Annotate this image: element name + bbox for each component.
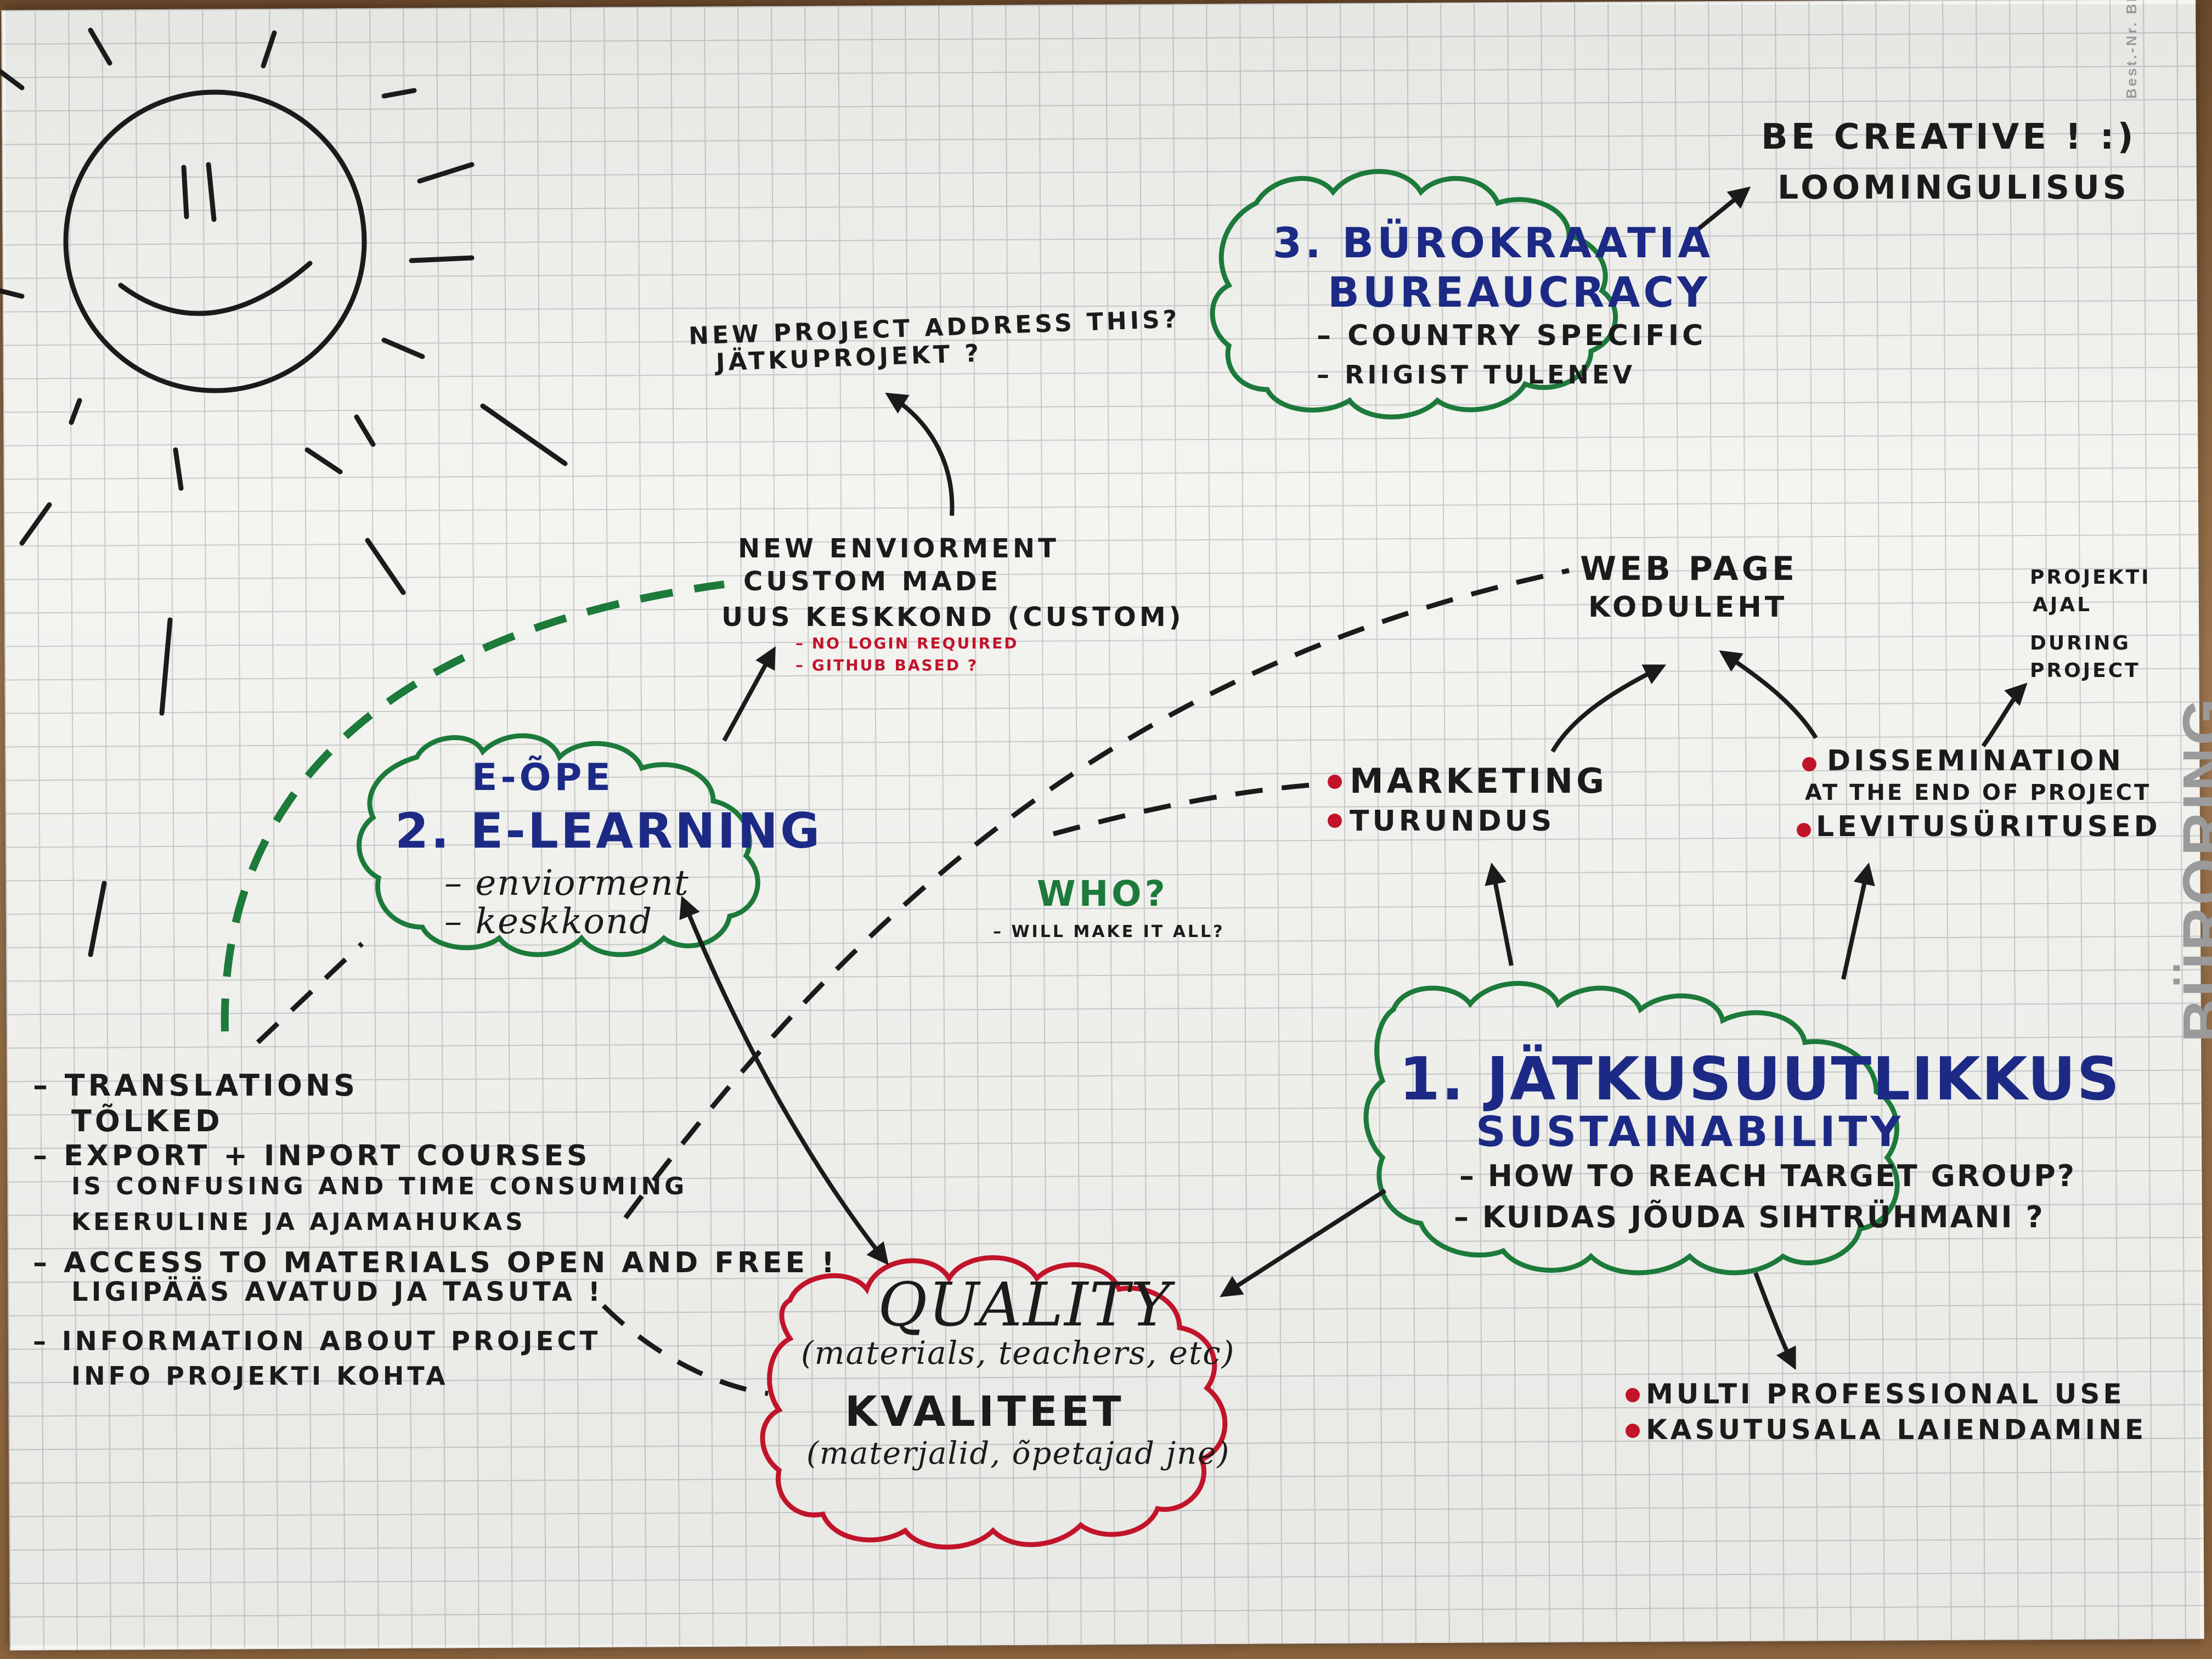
bureaucracy-title: 3. BÜROKRAATIA — [1273, 218, 1714, 267]
sustainability-point-target: – HOW TO REACH TARGET GROUP? — [1459, 1159, 2076, 1193]
bullet-dot-multi — [1626, 1388, 1640, 1402]
who-question-detail: – WILL MAKE IT ALL? — [993, 922, 1225, 941]
dissemination-label-estonian: LEVITUSÜRITUSED — [1816, 810, 2161, 843]
elearning-point-keskkond: – keskkond — [444, 901, 653, 942]
creative-note: BE CREATIVE ! :) — [1761, 117, 2137, 157]
arrow-bureaucracy-to-creative — [1688, 186, 1751, 238]
webpage-label-estonian: KODULEHT — [1588, 591, 1788, 624]
list-export-import-detail: IS CONFUSING AND TIME CONSUMING — [71, 1172, 688, 1200]
marketing-label-estonian: TURUNDUS — [1350, 805, 1555, 838]
arrow-sustainability-to-multiuse — [1753, 1272, 1796, 1370]
environment-note-custom: CUSTOM MADE — [743, 566, 1002, 597]
arrow-marketing-to-webpage — [1550, 664, 1667, 753]
arrow-elearning-to-environment — [722, 646, 776, 742]
bureaucracy-point-country: – COUNTRY SPECIFIC — [1317, 319, 1707, 352]
dashed-connector-to-marketing — [1052, 782, 1317, 837]
elearning-point-environment: – enviorment — [444, 863, 690, 904]
bullet-dot-dissemination — [1802, 757, 1816, 771]
list-information-estonian: INFO PROJEKTI KOHTA — [71, 1361, 449, 1391]
marketing-label: MARKETING — [1350, 761, 1607, 801]
arrow-environment-to-newproject — [885, 392, 955, 516]
environment-note-github: – GITHUB BASED ? — [795, 656, 979, 674]
during-project-estonian-2: AJAL — [2033, 594, 2092, 616]
who-question: WHO? — [1037, 874, 1169, 915]
during-project-label-2: PROJECT — [2030, 659, 2141, 682]
list-export-import-estonian: KEERULINE JA AJAMAHUKAS — [71, 1208, 526, 1236]
quality-detail: (materials, teachers, etc) — [801, 1334, 1235, 1372]
bullet-dot-levitus — [1797, 823, 1811, 837]
paper-brand-code: Best.-Nr. BR90680702 — [2123, 0, 2140, 99]
bullet-dot-marketing — [1328, 775, 1342, 789]
list-export-import: – EXPORT + INPORT COURSES — [33, 1139, 591, 1172]
quality-title: QUALITY — [878, 1269, 1172, 1340]
dissemination-timing: AT THE END OF PROJECT — [1805, 780, 2152, 805]
environment-note-no-login: – NO LOGIN REQUIRED — [795, 634, 1019, 652]
quality-detail-estonian: (materjalid, õpetajad jne) — [806, 1436, 1231, 1471]
during-project-label: DURING — [2030, 632, 2131, 654]
sustainability-cloud-outline — [1363, 981, 1900, 1276]
elearning-title-estonian: E-ÕPE — [472, 756, 614, 799]
list-access-estonian: LIGIPÄÄS AVATUD JA TASUTA ! — [71, 1277, 603, 1307]
during-project-estonian: PROJEKTI — [2030, 566, 2151, 589]
arrow-sustainability-to-marketing — [1485, 862, 1514, 966]
list-translations-estonian: TÕLKED — [71, 1104, 223, 1138]
bullet-dot-kasutusala — [1626, 1424, 1640, 1438]
paper-brand-logo: BÜRORING — [2171, 696, 2212, 1042]
dashed-connector-list-quality — [601, 1304, 769, 1396]
list-translations: – TRANSLATIONS — [33, 1068, 359, 1103]
dissemination-label: DISSEMINATION — [1827, 744, 2124, 777]
arrow-dissemination-to-webpage — [1719, 650, 1818, 740]
quality-cloud-outline — [760, 1255, 1228, 1550]
list-information: – INFORMATION ABOUT PROJECT — [33, 1326, 601, 1357]
arrow-dissemination-to-during — [1981, 682, 2028, 748]
sustainability-title: 1. JÄTKUSUUTLIKKUS — [1399, 1045, 2121, 1114]
bureaucracy-point-riigist: – RIIGIST TULENEV — [1317, 360, 1636, 390]
bullet-dot-turundus — [1328, 814, 1342, 828]
creative-note-estonian: LOOMINGULISUS — [1778, 168, 2130, 207]
dashed-connector-list-elearning — [256, 941, 364, 1045]
webpage-label: WEB PAGE — [1580, 550, 1798, 588]
sustainability-title-english: SUSTAINABILITY — [1476, 1107, 1904, 1156]
bureaucracy-title-english: BUREAUCRACY — [1328, 268, 1711, 317]
elearning-title: 2. E-LEARNING — [395, 803, 822, 859]
environment-note-estonian: UUS KESKKOND (CUSTOM) — [721, 602, 1184, 633]
quality-title-estonian: KVALITEET — [845, 1387, 1125, 1436]
arrow-sustainability-to-quality — [1220, 1188, 1387, 1297]
multi-use-label: MULTI PROFESSIONAL USE — [1646, 1378, 2125, 1410]
environment-note-title: NEW ENVIORMENT — [738, 533, 1059, 564]
multi-use-label-estonian: KASUTUSALA LAIENDAMINE — [1646, 1414, 2147, 1446]
arrow-sustainability-to-dissemination — [1841, 862, 1875, 980]
list-access: – ACCESS TO MATERIALS OPEN AND FREE ! — [33, 1246, 838, 1279]
bureaucracy-cloud-outline — [1210, 169, 1618, 420]
smiley-sun-icon — [0, 27, 568, 957]
sustainability-point-estonian: – KUIDAS JÕUDA SIHTRÜHMANI ? — [1454, 1200, 2045, 1234]
arrow-elearning-quality — [679, 895, 889, 1266]
